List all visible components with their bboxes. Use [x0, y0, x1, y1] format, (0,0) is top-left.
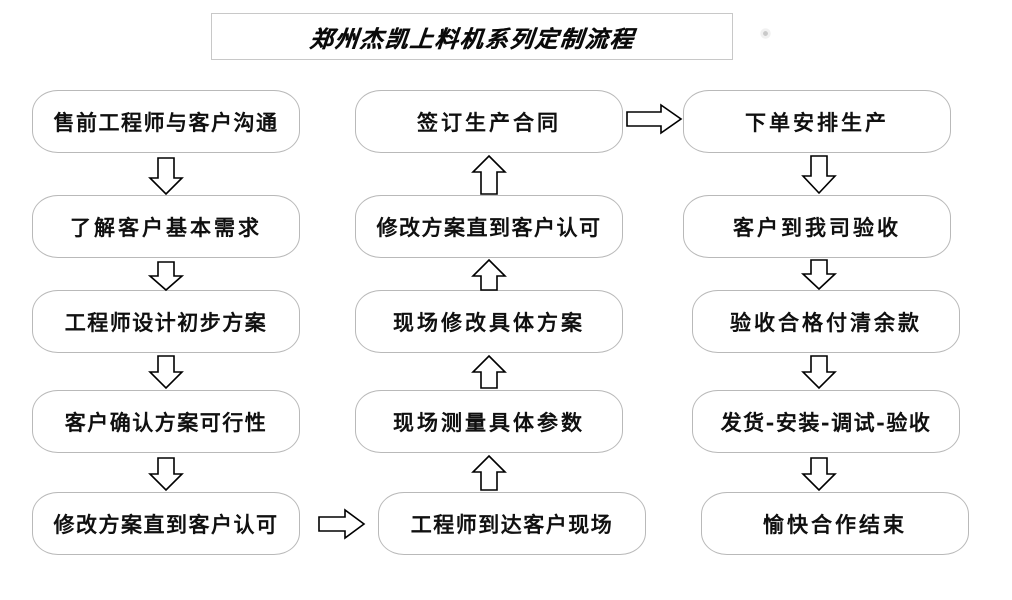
- arrow-up-icon: [471, 454, 507, 491]
- arrow-down-icon: [148, 457, 184, 492]
- node-place-order-schedule-production[interactable]: 下单安排生产: [683, 90, 951, 153]
- node-pre-sales-communication[interactable]: 售前工程师与客户沟通: [32, 90, 300, 153]
- arrow-down-icon: [801, 355, 837, 390]
- chart-title-text: 郑州杰凯上料机系列定制流程: [307, 25, 636, 53]
- node-label: 签订生产合同: [417, 109, 561, 135]
- node-revise-until-approved-left[interactable]: 修改方案直到客户认可: [32, 492, 300, 555]
- node-label: 修改方案直到客户认可: [376, 214, 602, 240]
- node-label: 现场测量具体参数: [393, 409, 585, 435]
- node-onsite-measure-parameters[interactable]: 现场测量具体参数: [355, 390, 623, 453]
- arrow-down-icon: [147, 261, 185, 292]
- node-pay-balance-after-acceptance[interactable]: 验收合格付清余款: [692, 290, 960, 353]
- node-label: 愉快合作结束: [763, 511, 907, 537]
- node-cooperation-complete[interactable]: 愉快合作结束: [701, 492, 969, 555]
- arrow-down-icon: [148, 157, 184, 196]
- chart-title-box: 郑州杰凯上料机系列定制流程: [211, 13, 733, 60]
- node-understand-basic-needs[interactable]: 了解客户基本需求: [32, 195, 300, 258]
- node-label: 修改方案直到客户认可: [53, 511, 279, 537]
- node-label: 售前工程师与客户沟通: [53, 109, 279, 135]
- node-sign-production-contract[interactable]: 签订生产合同: [355, 90, 623, 153]
- node-label: 现场修改具体方案: [393, 309, 585, 335]
- node-label: 验收合格付清余款: [730, 309, 922, 335]
- node-label: 工程师到达客户现场: [410, 511, 614, 537]
- arrow-right-icon: [626, 103, 683, 135]
- node-label: 了解客户基本需求: [70, 214, 262, 240]
- node-revise-until-approved-middle[interactable]: 修改方案直到客户认可: [355, 195, 623, 258]
- arrow-down-icon: [801, 155, 837, 195]
- arrow-right-icon: [318, 508, 366, 540]
- arrow-up-icon: [471, 154, 507, 195]
- watermark-speck: [760, 28, 771, 39]
- node-label: 客户到我司验收: [733, 214, 901, 240]
- node-label: 发货-安装-调试-验收: [720, 409, 932, 435]
- arrow-up-icon: [471, 258, 507, 291]
- node-ship-install-debug-accept[interactable]: 发货-安装-调试-验收: [692, 390, 960, 453]
- node-label: 工程师设计初步方案: [64, 309, 268, 335]
- node-customer-confirm-feasibility[interactable]: 客户确认方案可行性: [32, 390, 300, 453]
- arrow-down-icon: [148, 355, 184, 390]
- arrow-down-icon: [800, 259, 838, 291]
- node-engineer-preliminary-design[interactable]: 工程师设计初步方案: [32, 290, 300, 353]
- node-engineer-arrives-onsite[interactable]: 工程师到达客户现场: [378, 492, 646, 555]
- node-label: 客户确认方案可行性: [64, 409, 268, 435]
- arrow-down-icon: [801, 457, 837, 492]
- node-onsite-revise-plan[interactable]: 现场修改具体方案: [355, 290, 623, 353]
- node-label: 下单安排生产: [745, 109, 889, 135]
- arrow-up-icon: [471, 354, 507, 389]
- node-customer-inspection-at-factory[interactable]: 客户到我司验收: [683, 195, 951, 258]
